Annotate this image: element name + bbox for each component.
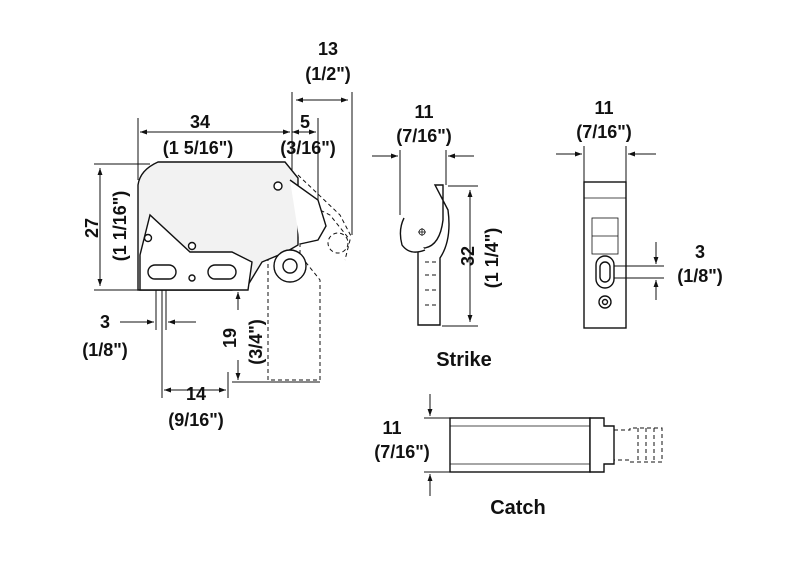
latch-arm <box>289 179 327 245</box>
mounting-slot-right <box>207 264 237 280</box>
dim-slot-spacing: 14 (9/16") <box>161 290 229 430</box>
strike-profile <box>417 184 450 326</box>
catch-label: Catch <box>490 497 546 519</box>
dim-slot-offset-mm: 3 <box>100 312 110 332</box>
strike-hidden-outline <box>267 199 351 381</box>
dim-slot-offset-in: (1/8") <box>82 340 128 360</box>
dim-catch-height-mm: 27 <box>82 218 102 238</box>
dim-slot-offset: 3 (1/8") <box>82 290 196 360</box>
dim-overall-depth-mm: 13 <box>318 39 338 59</box>
catch-top-view: 11 (7/16") Catch <box>374 394 663 519</box>
dim-front-slot-mm: 3 <box>695 242 705 262</box>
catch-body <box>449 417 591 473</box>
dim-catch-height-in: (1 1/16") <box>110 191 130 262</box>
strike-side-view: 11 (7/16") 32 (1 1/4") Strike <box>372 102 502 371</box>
front-body <box>583 181 627 329</box>
dim-slot-spacing-mm: 14 <box>186 384 206 404</box>
dim-front-slot-in: (1/8") <box>677 266 723 286</box>
dim-strike-drop-mm: 19 <box>220 328 240 348</box>
dim-overall-depth-in: (1/2") <box>305 64 351 84</box>
catch-nose <box>589 417 615 473</box>
latch-body-side-view <box>137 161 353 381</box>
rivet-hole <box>188 274 196 282</box>
dim-latch-offset-in: (3/16") <box>280 138 336 158</box>
dim-catch-side-in: (7/16") <box>374 442 430 462</box>
dim-strike-height-in: (1 1/4") <box>482 228 502 289</box>
strike-hook <box>399 217 426 253</box>
catch-front-view: 11 (7/16") 3 (1/8") <box>556 98 723 329</box>
dim-slot-spacing-in: (9/16") <box>168 410 224 430</box>
dim-catch-width-mm: 34 <box>190 112 210 132</box>
latch-swing-outline <box>297 174 353 239</box>
dim-catch-side-mm: 11 <box>382 418 401 438</box>
dim-overall-depth: 13 (1/2") <box>291 39 353 235</box>
catch-plunger-hidden <box>614 427 663 463</box>
dim-front-width-in: (7/16") <box>576 122 632 142</box>
mounting-slot-left <box>147 264 177 280</box>
dim-latch-offset-mm: 5 <box>300 112 310 132</box>
roller-alt-position <box>327 232 349 254</box>
dim-catch-width-in: (1 5/16") <box>163 138 234 158</box>
dim-front-width-mm: 11 <box>594 98 613 118</box>
roller-hub <box>282 258 298 274</box>
dim-strike-height-mm: 32 <box>458 246 478 266</box>
rivet-hole <box>143 233 153 243</box>
rivet-hole <box>187 241 197 251</box>
dim-latch-offset: 5 (3/16") <box>280 112 336 200</box>
dim-strike-width-mm: 11 <box>414 102 433 122</box>
dim-strike-drop: 19 (3/4") <box>220 292 320 383</box>
dim-strike-width-in: (7/16") <box>396 126 452 146</box>
rivet-hole <box>273 181 283 191</box>
dim-catch-height: 27 (1 1/16") <box>82 163 150 291</box>
dim-strike-drop-in: (3/4") <box>246 319 266 365</box>
dim-catch-width: 34 (1 5/16") <box>137 112 290 180</box>
strike-label: Strike <box>436 349 492 371</box>
